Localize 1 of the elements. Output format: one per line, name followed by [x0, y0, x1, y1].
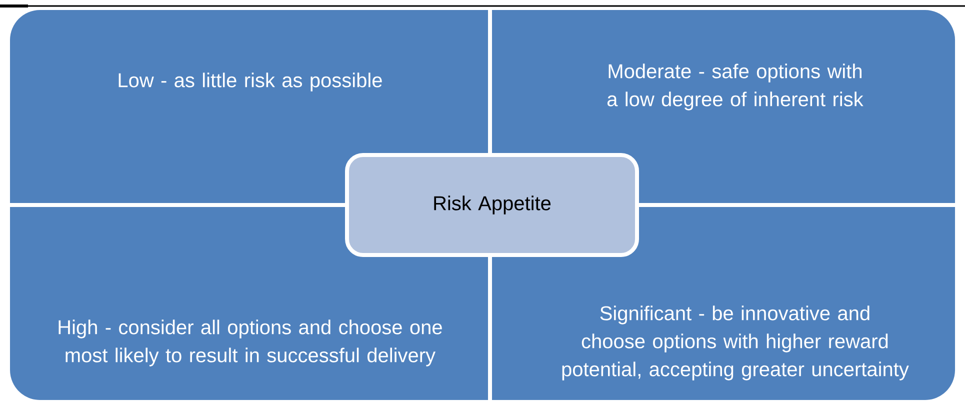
center-box: Risk Appetite: [345, 153, 639, 257]
